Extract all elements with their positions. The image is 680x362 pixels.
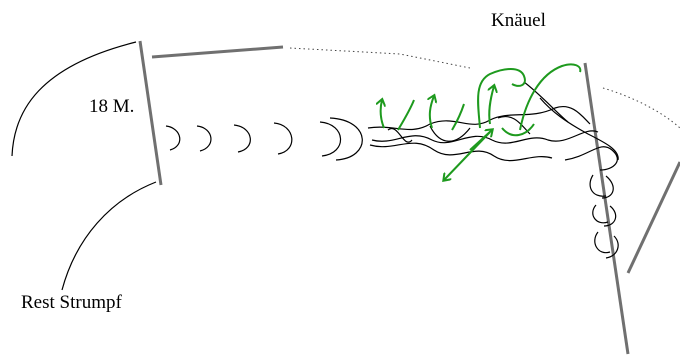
label-stitch-count: 18 M. (89, 96, 135, 117)
dotted-line-right (602, 87, 680, 129)
label-rest-strumpf: Rest Strumpf (21, 292, 122, 313)
arrow-ball-hook (501, 123, 535, 137)
needle-top (151, 45, 284, 59)
dotted-line-top (289, 47, 471, 69)
green-arrows (381, 63, 582, 180)
stitch-loops (165, 117, 363, 161)
needle-right (583, 62, 630, 355)
arrow-ball-loop (477, 68, 526, 129)
label-knaeuel: Knäuel (491, 10, 546, 31)
arrow-up-1 (381, 100, 384, 129)
sock-outline-bottom (61, 181, 157, 291)
right-needle-loops (589, 174, 619, 259)
arrow-up-3 (430, 96, 434, 129)
sock-outline-left (11, 41, 137, 157)
yarn-strands (367, 81, 619, 171)
arrow-ball-curve (519, 63, 582, 131)
arrow-diagonal-tail (469, 130, 492, 151)
arrow-up-4 (451, 103, 465, 131)
needle-far-right (626, 161, 680, 274)
arrow-ball-up (489, 86, 494, 125)
arrow-up-2 (397, 99, 415, 131)
needle-left (138, 40, 163, 186)
